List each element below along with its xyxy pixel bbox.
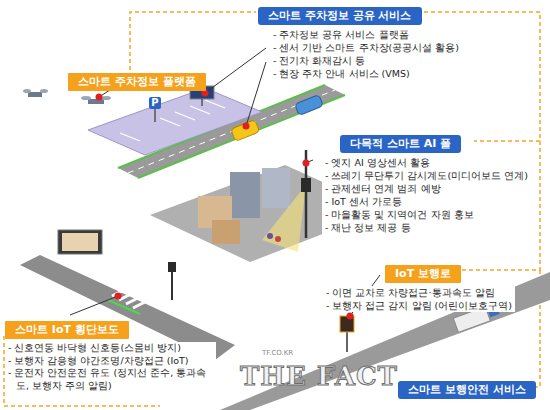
- service-block: 스마트 주차정보 플랫폼: [68, 70, 206, 91]
- blue-car: [295, 95, 324, 116]
- feature-item: - 전기차 화재감시 등: [273, 54, 459, 67]
- title-row: IoT 보행로: [385, 262, 550, 283]
- service-title: 다목적 스마트 AI 폴: [340, 135, 461, 153]
- title-row: 스마트 IoT 횡단보도: [5, 318, 216, 339]
- stall-line: [160, 118, 180, 126]
- feature-item: - 운전자 안전운전 유도 (정지선 준수, 통과속도, 보행자 주의 알림): [8, 367, 213, 392]
- service-block: 다목적 스마트 AI 폴- 엣지 AI 영상센서 활용- 쓰레기 무단투기 감시…: [340, 132, 549, 235]
- feature-item: - 엣지 AI 영상센서 활용: [325, 156, 528, 169]
- drone-body: [28, 92, 42, 97]
- feature-item: - 센서 기반 스마트 주차장(공공시설 활용): [273, 41, 459, 54]
- title-row: 스마트 주차정보 플랫폼: [68, 70, 206, 91]
- service-block: 스마트 보행안전 서비스: [398, 378, 536, 399]
- marker-dot: [303, 160, 310, 167]
- watermark: THE FACT: [240, 361, 398, 391]
- title-row: 스마트 주차정보 공유 서비스: [258, 4, 450, 25]
- leader-line: [70, 296, 118, 315]
- leader-line: [205, 48, 266, 93]
- feature-item: - 쓰레기 무단투기 감시계도(미디어보드 연계): [325, 169, 528, 182]
- parking-sign: [149, 97, 161, 109]
- marker-dot: [347, 313, 354, 320]
- parking-stalls: [120, 100, 225, 141]
- feature-item: - 신호연동 바닥형 신호등(스몸비 방지): [8, 342, 213, 355]
- sign-pole: [346, 330, 348, 352]
- service-title: IoT 보행로: [385, 265, 461, 283]
- crosswalk-stripe: [126, 298, 138, 304]
- drone-rotor: [40, 89, 48, 93]
- billboard: [58, 230, 102, 254]
- feature-item: - 관제센터 연계 범죄 예방: [325, 182, 528, 195]
- signal-pole: [171, 268, 173, 300]
- feature-list: - 엣지 AI 영상센서 활용- 쓰레기 무단투기 감시계도(미디어보드 연계)…: [322, 156, 531, 234]
- service-title: 스마트 IoT 횡단보도: [5, 321, 129, 339]
- feature-item: - 보행자 접근 감지 알림 (어린이보호구역): [326, 299, 512, 312]
- feature-item: - 현장 주차 안내 서비스 (VMS): [273, 67, 459, 80]
- crosswalk: [112, 290, 145, 308]
- stall-line: [190, 106, 210, 114]
- feature-list: - 신호연동 바닥형 신호등(스몸비 방지)- 보행자 감응형 야간조명/차량접…: [5, 342, 216, 392]
- parking-lot: [88, 88, 262, 155]
- leader-line: [246, 62, 266, 126]
- drone-rotor: [81, 96, 91, 100]
- feature-list: - 이면 교차로 차량접근·통과속도 알림- 보행자 접근 감지 알림 (어린이…: [323, 286, 515, 312]
- traffic-light: [168, 262, 176, 272]
- building: [212, 220, 240, 244]
- service-block: 스마트 주차정보 공유 서비스- 주차정보 공유 서비스 플랫폼- 센서 기반 …: [258, 4, 450, 81]
- service-block: IoT 보행로- 이면 교차로 차량접근·통과속도 알림- 보행자 접근 감지 …: [385, 262, 550, 313]
- stall-line: [205, 100, 225, 108]
- billboard-screen: [62, 233, 98, 251]
- feature-item: - IoT 센서 가로등: [325, 195, 528, 208]
- pole-board: [301, 178, 311, 192]
- drone-icon: [23, 89, 48, 97]
- yellow-car: [231, 120, 260, 142]
- person: [267, 233, 273, 239]
- drone-body: [88, 99, 104, 104]
- dashed-frame: [4, 12, 540, 406]
- feature-item: - 마을활동 및 지역여건 자원 홍보: [325, 208, 528, 221]
- feature-item: - 보행자 감응형 야간조명/차량접근 (IoT): [8, 355, 213, 368]
- person: [275, 236, 281, 242]
- floor-signal: [108, 300, 140, 314]
- service-title: 스마트 보행안전 서비스: [398, 381, 536, 399]
- stall-line: [120, 133, 140, 141]
- marker-dot: [115, 293, 122, 300]
- feature-list: - 주차정보 공유 서비스 플랫폼- 센서 기반 스마트 주차장(공공시설 활용…: [270, 28, 462, 80]
- service-block: 스마트 IoT 횡단보도 - 신호연동 바닥형 신호등(스몸비 방지)- 보행자 …: [5, 318, 216, 392]
- building: [230, 172, 260, 218]
- building: [262, 168, 290, 208]
- marker-dots: [96, 90, 354, 320]
- feature-item: - 이면 교차로 차량접근·통과속도 알림: [326, 286, 512, 299]
- screen-stand: [201, 99, 203, 106]
- feature-item: - 주차정보 공유 서비스 플랫폼: [273, 28, 459, 41]
- marker-dot: [96, 94, 103, 101]
- feature-item: - 재난 정보 제공 등: [325, 221, 528, 234]
- road: [220, 272, 550, 410]
- dashed-line: [130, 12, 256, 70]
- stall-line: [175, 112, 195, 120]
- crosswalk-stripe: [133, 302, 145, 308]
- drone-rotor: [101, 96, 111, 100]
- sign-pole: [154, 109, 156, 122]
- title-row: 스마트 보행안전 서비스: [398, 378, 536, 399]
- sign-letter: P: [149, 97, 161, 109]
- light-cone: [262, 185, 306, 252]
- service-title: 스마트 주차정보 공유 서비스: [258, 7, 422, 25]
- drone-rotor: [23, 89, 31, 93]
- marker-dot: [243, 123, 250, 130]
- watermark-url: TF.CO.KR: [262, 349, 293, 358]
- service-title: 스마트 주차정보 플랫폼: [68, 73, 206, 91]
- title-row: 다목적 스마트 AI 폴: [340, 132, 549, 153]
